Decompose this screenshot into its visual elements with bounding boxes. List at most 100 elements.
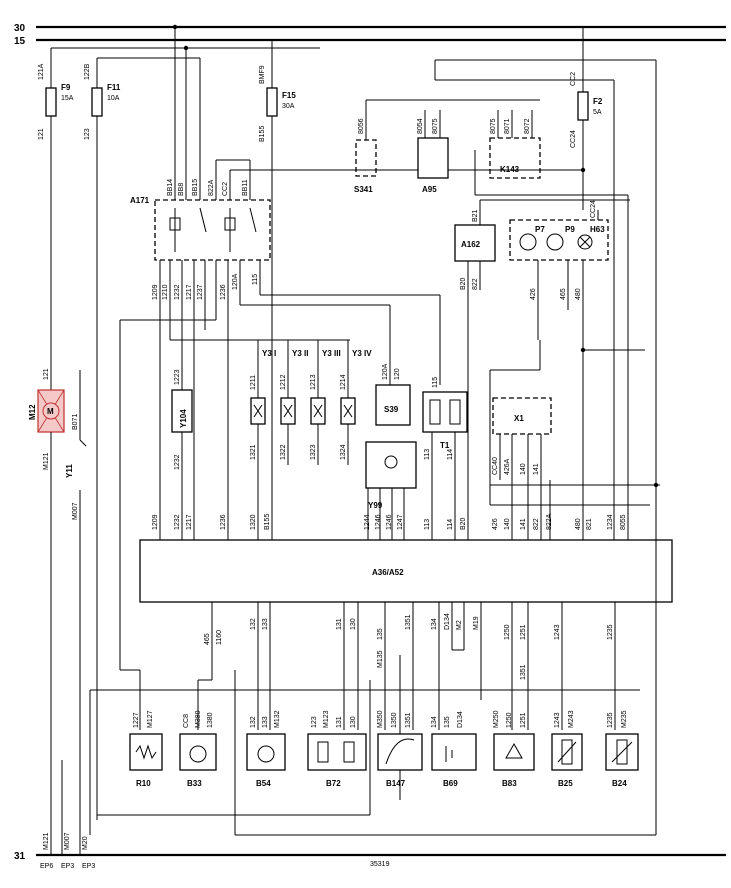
relay-k143: K143 8075 8071 8072 xyxy=(489,110,541,179)
ecu-up-wire-16: 822 xyxy=(533,518,540,530)
rail-31: 31 xyxy=(14,851,726,862)
b147-wire-1: 1350 xyxy=(391,712,398,728)
injector-y11: Y11 B071 M007 xyxy=(65,370,87,855)
ecu-up-wire-8: 1246 xyxy=(386,514,393,530)
y11-label: Y11 xyxy=(65,464,74,478)
b24-label: B24 xyxy=(612,779,627,788)
b83-wire-1: 1250 xyxy=(506,712,513,728)
rail-30-label: 30 xyxy=(14,23,26,34)
ecu-low-wire-17: 1235 xyxy=(607,624,614,640)
fuse-f15-name: F15 xyxy=(282,91,296,100)
a95-wire-1: 8075 xyxy=(432,118,439,134)
ground-wire-1: M007 xyxy=(64,832,71,850)
x1-wire-2: 140 xyxy=(520,463,527,475)
s39-label: S39 xyxy=(384,405,399,414)
sensor-b25: B25 1243 M243 xyxy=(551,710,583,788)
y3-1-label: Y3 I xyxy=(262,349,276,358)
ecu-upper-wire-labels: 1209 1232 1217 1236 1320 B155 1244 1246 … xyxy=(152,513,627,530)
ground-wires: M121 M007 M20 EP6 EP3 EP3 xyxy=(40,760,95,870)
b33-wire-0: CC8 xyxy=(183,714,190,728)
instrument-gauges: P7 P9 H63 426 465 480 CC24 xyxy=(509,200,609,540)
b25-label: B25 xyxy=(558,779,573,788)
rail-30: 30 xyxy=(14,23,726,34)
ecu-a36-label: A36/A52 xyxy=(372,568,404,577)
fuse-f9-name: F9 xyxy=(61,83,71,92)
fuse-f11-rating: 10A xyxy=(107,95,120,102)
sensor-b72: B72 123 M123 131 130 xyxy=(307,710,367,788)
ecu-low-wire-7: M135 xyxy=(377,650,384,668)
a162-wire-1: B20 xyxy=(460,277,467,290)
y3-2-wire-out: 1322 xyxy=(280,444,287,460)
b83-wire-2: 1251 xyxy=(520,712,527,728)
relay-a171-label: A171 xyxy=(130,196,150,205)
a171-out-wire-1: 1210 xyxy=(162,284,169,300)
a95-label: A95 xyxy=(422,185,437,194)
s39-wire-0: 120A xyxy=(382,363,389,380)
sensor-b33: B33 CC8 M380 1380 xyxy=(179,710,217,788)
injector-y3-3: Y3 III 1213 1323 xyxy=(310,340,341,465)
ecu-low-wire-11: M2 xyxy=(456,620,463,630)
t1-wire-0: 115 xyxy=(432,377,439,388)
ecu-up-wire-1: 1232 xyxy=(174,514,181,530)
b147-label: B147 xyxy=(386,779,406,788)
ecu-up-wire-0: 1209 xyxy=(152,514,159,530)
y3-3-wire-out: 1323 xyxy=(310,444,317,460)
ecu-low-wire-10: D134 xyxy=(444,613,451,630)
ecu-lower-wires xyxy=(89,602,656,836)
ecu-a36: A36/A52 xyxy=(139,539,673,603)
y3-1-wire: 1211 xyxy=(250,375,257,390)
gauge-wire-2: 480 xyxy=(575,288,582,300)
rail-31-label: 31 xyxy=(14,851,26,862)
a171-top-wire-2: BB15 xyxy=(192,179,199,196)
ecu-low-wire-1: 1160 xyxy=(216,630,223,645)
switch-s39: S39 120A 120 xyxy=(375,363,411,426)
y3-4-wire: 1214 xyxy=(340,374,347,390)
m12-wire-out: M121 xyxy=(43,452,50,470)
ecu-low-wire-5: 130 xyxy=(350,618,357,630)
b69-wire-2: D134 xyxy=(457,711,464,728)
rail-15-label: 15 xyxy=(14,36,26,47)
gauge-wire-1: 465 xyxy=(560,288,567,300)
a171-top-wire-1: BB8 xyxy=(178,183,185,196)
b24-wire-0: 1235 xyxy=(607,712,614,728)
b25-wire-1: M243 xyxy=(568,710,575,728)
s341-label: S341 xyxy=(354,185,373,194)
valve-y104: Y104 1223 1232 xyxy=(171,369,193,540)
ecu-up-wire-4: 1320 xyxy=(250,514,257,530)
motor-m12-label: M12 xyxy=(28,404,37,420)
gauge-p7-label: P7 xyxy=(535,225,545,234)
sensor-b54: B54 132 133 M132 xyxy=(246,710,286,788)
x1-label: X1 xyxy=(514,414,524,423)
b72-wire-3: 130 xyxy=(350,716,357,728)
ground-point-0: EP6 xyxy=(40,863,53,870)
b69-wire-0: 134 xyxy=(431,716,438,728)
sensor-b69: B69 134 135 D134 xyxy=(431,711,477,788)
fuse-f15-wire-out: B155 xyxy=(259,126,266,142)
ecu-up-wire-14: 140 xyxy=(504,518,511,530)
x1-wire-0: CC40 xyxy=(492,457,499,475)
a162-wire-2: 822 xyxy=(472,278,479,290)
fuse-f2-wire-in: CC2 xyxy=(570,72,577,86)
x1-wire-1: 426A xyxy=(504,458,511,475)
k143-wire-0: 8075 xyxy=(490,118,497,134)
fuse-f9-wire-in: 121A xyxy=(38,63,45,80)
b54-wire-1: 133 xyxy=(262,716,269,728)
a95-wire-0: 8054 xyxy=(417,118,424,134)
b69-wire-1: 135 xyxy=(444,716,451,728)
b72-wire-0: 123 xyxy=(311,716,318,728)
ecu-low-wire-12: M19 xyxy=(473,616,480,630)
fuse-f2: F2 5A CC2 CC24 xyxy=(570,27,603,210)
ecu-up-wire-19: 821 xyxy=(586,518,593,530)
ecu-low-wire-13: 1250 xyxy=(504,624,511,640)
connector-x1: X1 CC40 426A 140 141 xyxy=(492,397,552,540)
sensor-b24: B24 1235 M235 xyxy=(605,710,639,788)
fuse-f9-wire-out: 121 xyxy=(38,128,45,140)
ecu-up-wire-13: 426 xyxy=(492,518,499,530)
b83-wire-0: M250 xyxy=(493,710,500,728)
ecu-low-wire-3: 133 xyxy=(262,618,269,630)
b24-wire-1: M235 xyxy=(621,710,628,728)
fuse-f15: F15 30A BMF9 B155 xyxy=(259,40,296,540)
module-a162: A162 B21 B20 822 xyxy=(454,199,630,540)
y3-2-wire: 1212 xyxy=(280,374,287,390)
a171-top-wire-0: BB14 xyxy=(167,179,174,196)
